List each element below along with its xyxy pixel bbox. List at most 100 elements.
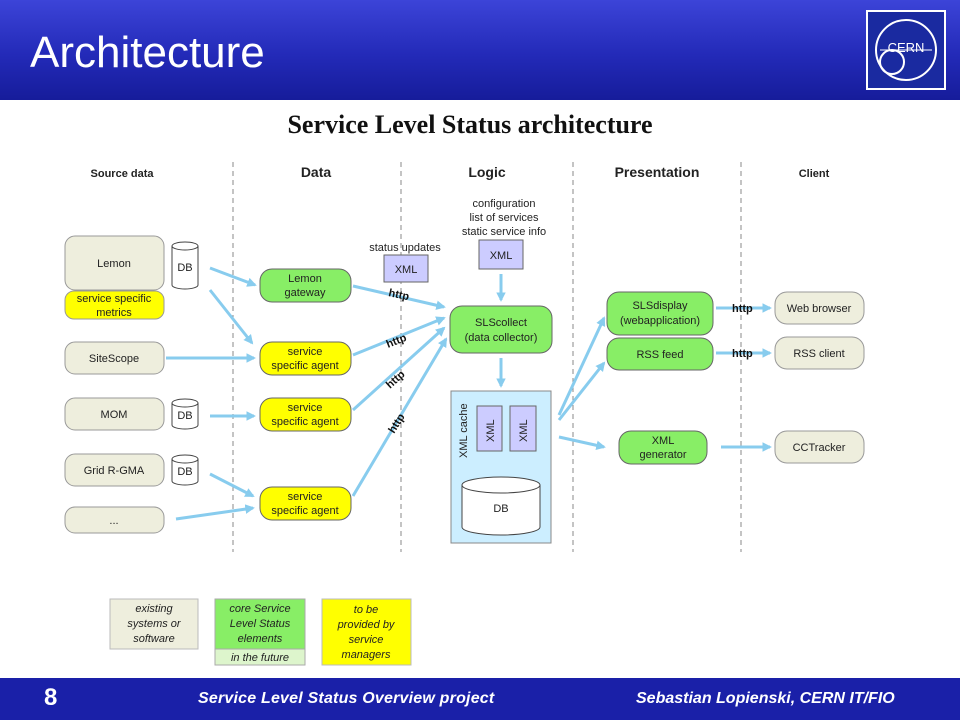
http-label: http [386, 411, 407, 435]
flow-arrows [166, 266, 772, 521]
rss-feed-label: RSS feed [636, 349, 683, 361]
db-label: DB [177, 410, 192, 422]
slsdisplay: SLSdisplay (webapplication) [606, 291, 714, 336]
legend-core-line-1: core Service [229, 603, 290, 615]
legend-existing: existing systems or software [109, 598, 199, 650]
service-agent-line-2: specific agent [271, 505, 338, 517]
cctracker-label: CCTracker [793, 442, 846, 454]
diagram-title: Service Level Status architecture [287, 110, 652, 139]
slide-title: Architecture [30, 28, 265, 77]
cern-logo-rings [875, 19, 937, 81]
configuration-line-3: static service info [462, 226, 546, 238]
slsdisplay-line-1: SLSdisplay [632, 300, 688, 312]
db-cylinder-mom: DB [171, 398, 199, 430]
cern-logo-text: CERN [887, 40, 925, 55]
legend-provided: to be provided by service managers [321, 598, 412, 666]
xml-label: XML [485, 419, 497, 442]
metrics-line-1: service specific [77, 293, 152, 305]
xml-label: XML [490, 250, 513, 262]
architecture-diagram: Service Level Status architecture Source… [64, 110, 865, 666]
page-number: 8 [44, 684, 58, 711]
lemon-gateway-line-2: gateway [285, 287, 326, 299]
footer-author: Sebastian Lopienski, CERN IT/FIO [636, 690, 895, 707]
source-lemon: Lemon [64, 235, 165, 291]
db-label: DB [177, 466, 192, 478]
source-mom: MOM [64, 397, 165, 431]
source-other: ... [64, 506, 165, 534]
status-updates-label: status updates [369, 242, 441, 254]
legend-existing-line-1: existing [135, 603, 173, 615]
source-mom-label: MOM [101, 409, 128, 421]
column-data: Data [301, 164, 332, 180]
legend-core-line-2: Level Status [230, 618, 291, 630]
xml-label: XML [518, 419, 530, 442]
slscollect: SLScollect (data collector) [449, 305, 553, 354]
service-agent-3: service specific agent [259, 486, 352, 521]
service-agent-line-1: service [288, 402, 323, 414]
slsdisplay-line-2: (webapplication) [620, 315, 700, 327]
xml-generator-line-2: generator [639, 449, 686, 461]
service-specific-metrics: service specific metrics [64, 290, 165, 320]
legend-existing-line-3: software [133, 633, 175, 645]
xml-label: XML [395, 264, 418, 276]
cern-logo: CERN [866, 10, 946, 90]
xml-generator: XML generator [618, 430, 708, 465]
source-lemon-label: Lemon [97, 258, 131, 270]
web-browser-label: Web browser [787, 303, 852, 315]
http-label: http [732, 348, 753, 360]
config-xml-doc: XML [478, 239, 524, 270]
cache-xml-doc: XML [476, 405, 503, 452]
service-agent-1: service specific agent [259, 341, 352, 376]
db-label: DB [493, 503, 508, 515]
legend-future-label: in the future [231, 652, 289, 664]
source-grid-rgma-label: Grid R-GMA [84, 465, 145, 477]
slscollect-line-1: SLScollect [475, 317, 527, 329]
source-grid-rgma: Grid R-GMA [64, 453, 165, 487]
legend-provided-line-4: managers [342, 649, 391, 661]
configuration-line-1: configuration [473, 198, 536, 210]
metrics-line-2: metrics [96, 307, 132, 319]
service-agent-line-2: specific agent [271, 360, 338, 372]
column-presentation: Presentation [615, 164, 700, 180]
client-web-browser: Web browser [774, 291, 865, 325]
slide-footer: 8 Service Level Status Overview project … [0, 678, 960, 720]
source-other-label: ... [109, 515, 118, 527]
footer-project: Service Level Status Overview project [198, 690, 495, 707]
http-label: http [384, 368, 408, 391]
http-label: http [732, 303, 753, 315]
configuration-line-2: list of services [469, 212, 539, 224]
lemon-gateway: Lemon gateway [259, 268, 352, 303]
legend-core-line-3: elements [238, 633, 283, 645]
client-rss: RSS client [774, 336, 865, 370]
legend-provided-line-2: provided by [337, 619, 396, 631]
cache-db-cylinder: DB [461, 476, 541, 536]
service-agent-line-2: specific agent [271, 416, 338, 428]
legend-provided-line-3: service [349, 634, 384, 646]
xml-generator-line-1: XML [652, 435, 675, 447]
xml-cache-label: XML cache [458, 403, 470, 458]
service-agent-line-1: service [288, 491, 323, 503]
legend-provided-line-1: to be [354, 604, 378, 616]
status-xml-doc: XML [383, 254, 429, 283]
service-agent-line-1: service [288, 346, 323, 358]
service-agent-2: service specific agent [259, 397, 352, 432]
db-cylinder-lemon: DB [171, 241, 199, 290]
column-source-data: Source data [91, 168, 155, 180]
client-cctracker: CCTracker [774, 430, 865, 464]
db-cylinder-grid: DB [171, 454, 199, 486]
xml-cache: XML cache XML XML DB [450, 390, 552, 544]
http-label: http [387, 287, 410, 303]
legend-existing-line-2: systems or [127, 618, 182, 630]
rss-feed: RSS feed [606, 337, 714, 371]
slide-header: Architecture CERN [0, 0, 960, 100]
slscollect-line-2: (data collector) [465, 332, 538, 344]
cache-xml-doc: XML [509, 405, 537, 452]
column-client: Client [799, 168, 830, 180]
source-sitescope: SiteScope [64, 341, 165, 375]
rss-client-label: RSS client [793, 348, 844, 360]
source-sitescope-label: SiteScope [89, 353, 139, 365]
lemon-gateway-line-1: Lemon [288, 273, 322, 285]
column-logic: Logic [468, 164, 506, 180]
db-label: DB [177, 262, 192, 274]
legend-core: core Service Level Status elements in th… [214, 598, 306, 666]
